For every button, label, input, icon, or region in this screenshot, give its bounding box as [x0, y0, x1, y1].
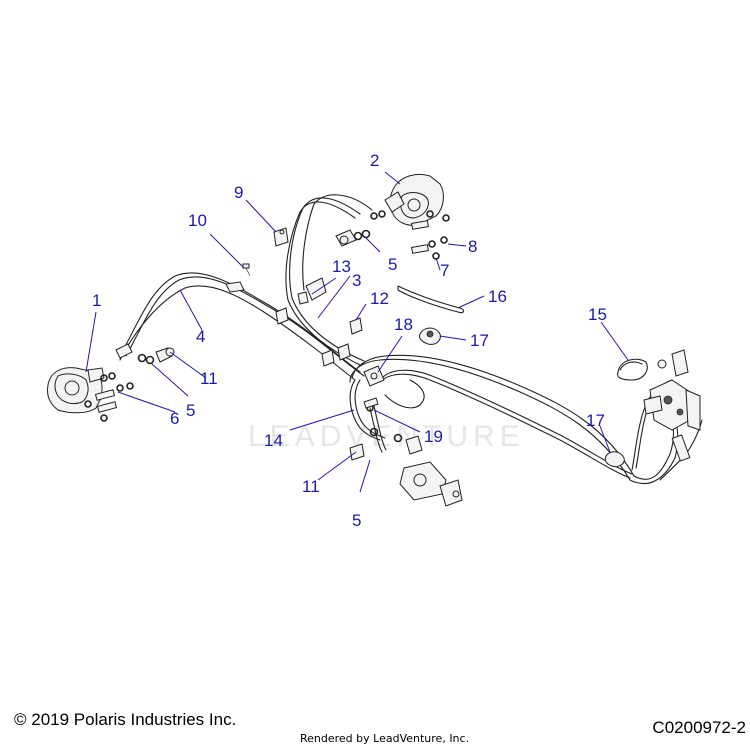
master-cylinder-bottom: [349, 427, 463, 507]
tee-fitting-18: [363, 365, 385, 387]
clamp-17-top: [419, 327, 441, 345]
bolt-10: [242, 263, 251, 277]
watermark: LEADVENTURE: [248, 420, 525, 453]
clip-9: [273, 227, 289, 247]
callout-5-bottom: 5: [352, 511, 361, 530]
callout-10: 10: [188, 211, 207, 230]
callout-17-right: 17: [586, 411, 605, 430]
callout-5-left: 5: [186, 401, 195, 420]
brake-tube-lower: [369, 405, 387, 453]
callout-labels: 1 2 3 4 5 5 5 6 7 8 9 10 11 11 12 13 14 …: [92, 151, 607, 530]
bolt-19: [363, 397, 379, 412]
banjo-fitting-left: [115, 343, 175, 365]
ring-16: [397, 285, 465, 314]
callout-13: 13: [332, 257, 351, 276]
callout-17-top: 17: [470, 331, 489, 350]
clamp-17-right: [604, 451, 625, 467]
copyright-text: © 2019 Polaris Industries Inc.: [14, 710, 237, 729]
callout-3: 3: [352, 271, 361, 290]
callout-14: 14: [264, 431, 283, 450]
leader-lines: [85, 171, 629, 493]
callout-18: 18: [394, 315, 413, 334]
callout-5-top: 5: [388, 255, 397, 274]
callout-11-left: 11: [200, 369, 218, 388]
callout-12: 12: [370, 289, 389, 308]
brake-line-3: [285, 194, 373, 366]
callout-8: 8: [468, 237, 477, 256]
callout-6: 6: [170, 409, 179, 428]
brake-caliper-top: [370, 173, 450, 260]
master-cylinder-right: [643, 349, 701, 462]
clip-mid: [225, 281, 351, 367]
clip-13: [297, 277, 327, 305]
callout-9: 9: [234, 183, 243, 202]
callout-11-bottom: 11: [302, 477, 320, 496]
callout-19: 19: [424, 427, 443, 446]
callout-16: 16: [488, 287, 507, 306]
callout-2: 2: [370, 151, 379, 170]
rendered-by-text: Rendered by LeadVenture, Inc.: [300, 732, 470, 745]
callout-15: 15: [588, 305, 607, 324]
callout-4: 4: [196, 327, 205, 346]
clip-12: [349, 317, 363, 335]
callout-7: 7: [440, 261, 449, 280]
diagram-code: C0200972-2: [652, 718, 746, 737]
banjo-fitting-top: [335, 229, 371, 247]
brake-caliper-left: [47, 367, 134, 422]
ring-15: [617, 358, 648, 381]
callout-1: 1: [92, 291, 101, 310]
